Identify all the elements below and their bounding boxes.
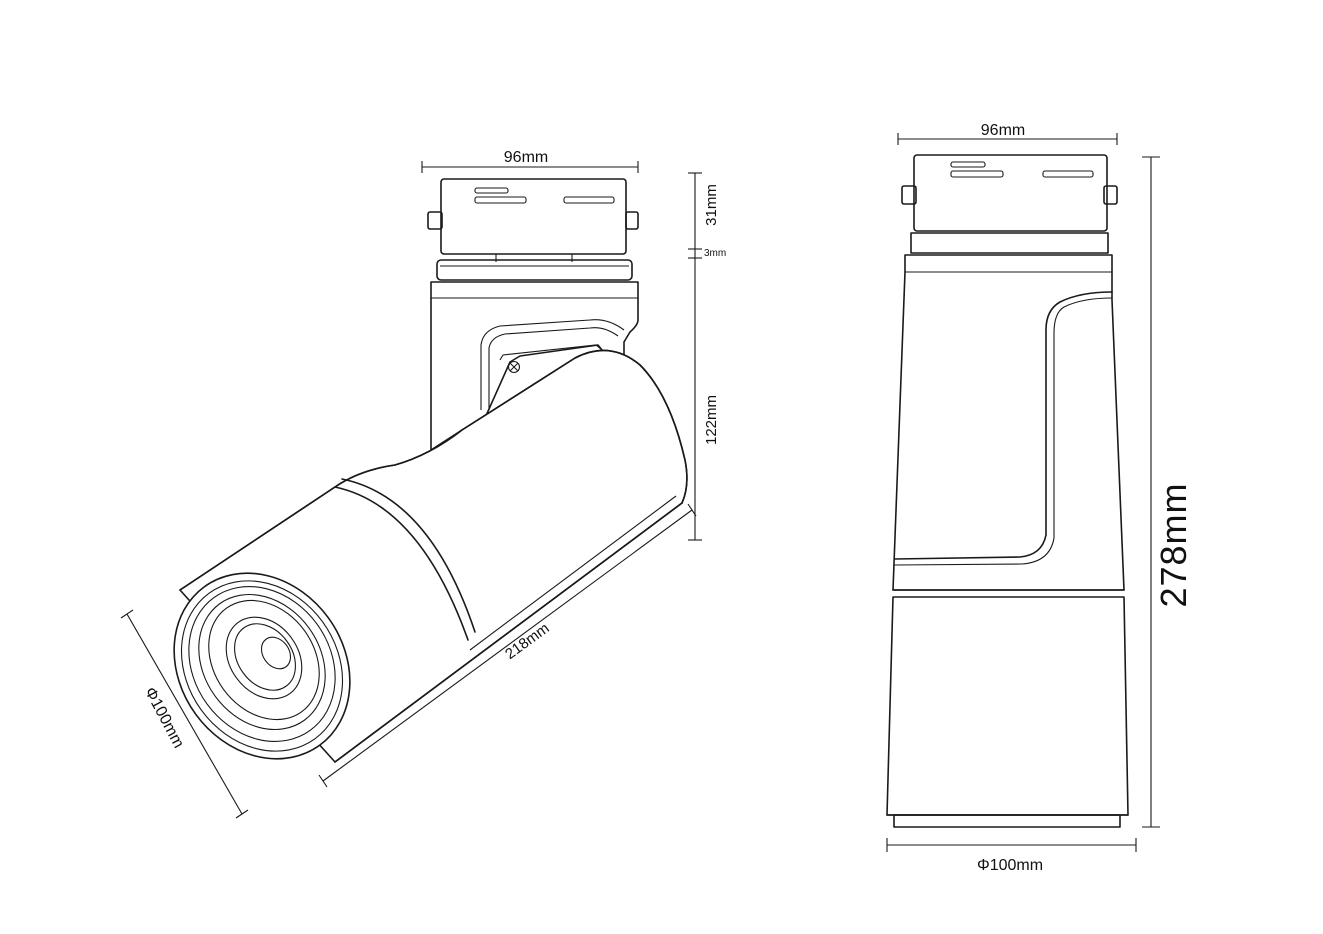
dim-right-diameter: Φ100mm	[886, 838, 1137, 874]
label-left-width: 96mm	[504, 149, 548, 166]
label-left-gap: 3mm	[704, 248, 726, 259]
label-left-diameter: Φ100mm	[141, 685, 187, 751]
track-adapter-right	[901, 154, 1118, 254]
label-left-top-height: 31mm	[703, 184, 720, 226]
arm-left	[430, 281, 639, 451]
dim-right-height: 278mm	[1142, 156, 1194, 828]
body-lower-right	[886, 596, 1129, 828]
label-right-diameter: Φ100mm	[977, 857, 1043, 874]
dim-left-width: 96mm	[421, 149, 639, 173]
track-adapter-left	[427, 178, 639, 281]
side-view: 96mm	[886, 122, 1194, 874]
dim-right-width: 96mm	[897, 122, 1118, 145]
label-left-arm-height: 122mm	[703, 395, 720, 445]
label-right-width: 96mm	[981, 122, 1025, 139]
dim-left-heights: 31mm 3mm 122mm	[688, 172, 726, 541]
lens-front-left	[173, 572, 351, 760]
perspective-view: 96mm	[120, 149, 726, 819]
label-right-height: 278mm	[1153, 482, 1194, 607]
body-upper-right	[892, 254, 1125, 598]
